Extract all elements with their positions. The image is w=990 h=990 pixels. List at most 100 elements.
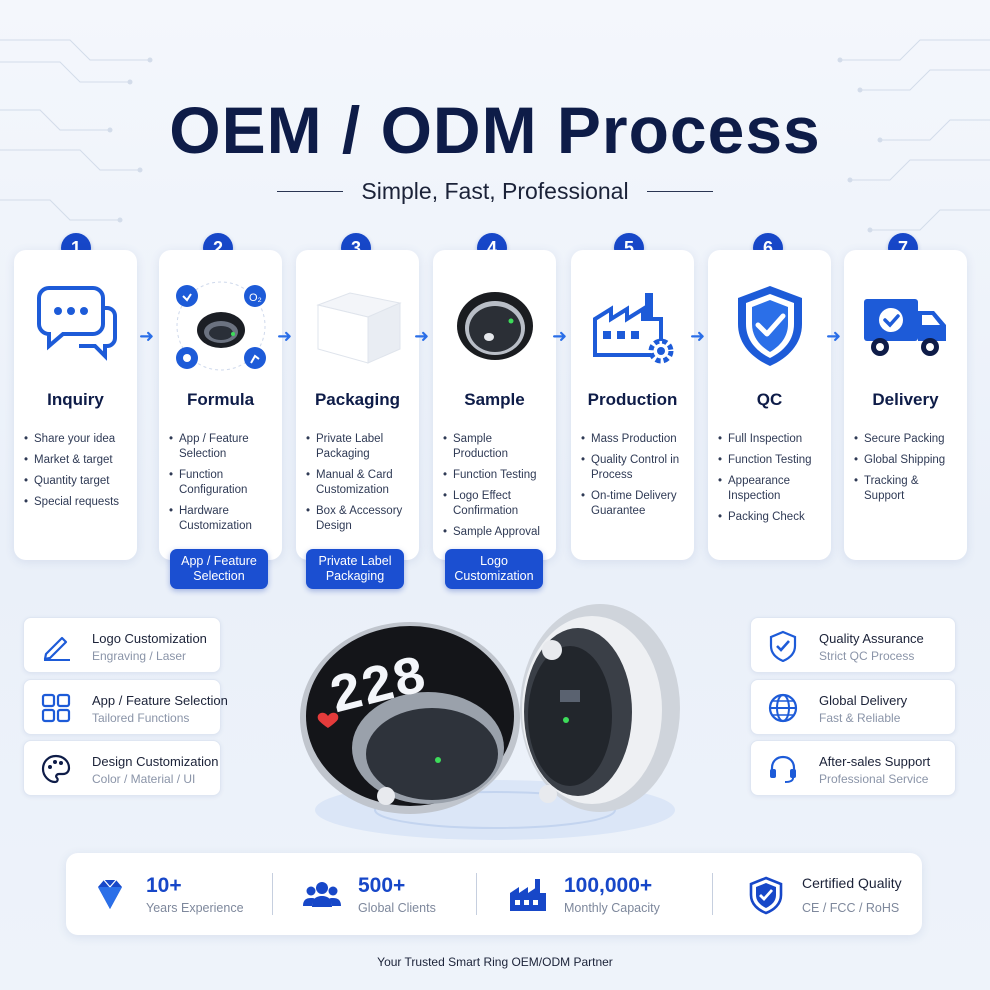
feature-desc: Professional Service [819, 772, 929, 786]
step-title: Sample [464, 390, 525, 409]
step-list: Sample Production Function Testing Logo … [443, 432, 550, 546]
step-list-item: Global Shipping [854, 453, 961, 468]
footer-tagline: Your Trusted Smart Ring OEM/ODM Partner [377, 955, 613, 969]
feature-desc: Fast & Reliable [819, 711, 901, 725]
stat-label: Monthly Capacity [564, 901, 660, 915]
step-list-item: Mass Production [581, 432, 688, 447]
step-list-item: Quality Control in Process [581, 453, 688, 483]
feature-design-customization[interactable]: Design Customization Color / Material / … [23, 740, 221, 796]
black-ring: 228 [300, 622, 520, 814]
feature-desc: Strict QC Process [819, 649, 915, 663]
subtitle-row: Simple, Fast, Professional [0, 178, 990, 205]
step-list-item: Tracking & Support [854, 474, 961, 504]
app-feature-selection-button[interactable]: App / Feature Selection [170, 549, 268, 589]
stat-label: CE / FCC / RoHS [802, 901, 900, 915]
stat-value: 100,000+ [564, 874, 653, 897]
step-card-sample[interactable]: Sample Sample Production Function Testin… [433, 250, 556, 560]
step-title: Production [587, 390, 678, 409]
arrow-right-icon: ➜ [277, 326, 293, 346]
pencil-icon [43, 636, 70, 661]
white-box-icon [296, 278, 419, 374]
logo-customization-button[interactable]: Logo Customization [445, 549, 543, 589]
arrow-right-icon: ➜ [139, 326, 155, 346]
step-list-item: Quantity target [24, 474, 131, 489]
step-card-formula[interactable]: O₂ Formula App / Feature Selection Funct… [159, 250, 282, 560]
step-card-production[interactable]: Production Mass Production Quality Contr… [571, 250, 694, 560]
diamond-icon [98, 879, 122, 909]
users-icon [303, 882, 341, 907]
step-title: QC [756, 390, 783, 409]
step-title: Inquiry [47, 390, 104, 409]
step-title: Formula [186, 390, 255, 409]
headset-icon [770, 755, 796, 783]
black-ring-icon [433, 278, 556, 374]
feature-name: After-sales Support [819, 754, 931, 769]
step-card-qc[interactable]: QC Full Inspection Function Testing Appe… [708, 250, 831, 560]
chat-bubbles-icon [14, 278, 137, 374]
shield-check-icon [708, 278, 831, 374]
step-list-item: Sample Production [443, 432, 550, 462]
arrow-right-icon: ➜ [552, 326, 568, 346]
stat-label: Years Experience [146, 901, 244, 915]
step-list-item: Share your idea [24, 432, 131, 447]
ring-functions-icon: O₂ [159, 278, 282, 374]
smart-rings-image: 228 [300, 604, 680, 840]
feature-app-selection[interactable]: App / Feature Selection Tailored Functio… [23, 679, 228, 735]
step-list-item: Logo Effect Confirmation [443, 489, 550, 519]
feature-name: Design Customization [92, 754, 219, 769]
step-title: Packaging [314, 390, 401, 409]
feature-quality-assurance[interactable]: Quality Assurance Strict QC Process [750, 617, 956, 673]
step-list: Mass Production Quality Control in Proce… [581, 432, 688, 525]
feature-logo-customization[interactable]: Logo Customization Engraving / Laser [23, 617, 221, 673]
step-card-delivery[interactable]: Delivery Secure Packing Global Shipping … [844, 250, 967, 560]
arrow-right-icon: ➜ [690, 326, 706, 346]
step-list: Full Inspection Function Testing Appeara… [718, 432, 825, 531]
step-list-item: Appearance Inspection [718, 474, 825, 504]
feature-desc: Tailored Functions [92, 711, 190, 725]
subtitle-line-left [277, 191, 344, 192]
step-card-inquiry[interactable]: Inquiry Share your idea Market & target … [14, 250, 137, 560]
step-list-item: Market & target [24, 453, 131, 468]
step-list-item: Packing Check [718, 510, 825, 525]
stat-divider [476, 873, 477, 915]
stat-value: 500+ [358, 874, 406, 897]
arrow-right-icon: ➜ [826, 326, 842, 346]
private-label-packaging-button[interactable]: Private Label Packaging [306, 549, 404, 589]
feature-global-delivery[interactable]: Global Delivery Fast & Reliable [750, 679, 956, 735]
stat-value: 10+ [146, 874, 182, 897]
step-list-item: Function Testing [718, 453, 825, 468]
step-list-item: App / Feature Selection [169, 432, 276, 462]
step-list-item: Box & Accessory Design [306, 504, 413, 534]
step-list: App / Feature Selection Function Configu… [169, 432, 276, 540]
feature-desc: Color / Material / UI [92, 772, 196, 786]
feature-desc: Engraving / Laser [92, 649, 187, 663]
feature-name: Quality Assurance [819, 631, 924, 646]
feature-name: App / Feature Selection [92, 693, 228, 708]
arrow-right-icon: ➜ [414, 326, 430, 346]
feature-name: Global Delivery [819, 693, 908, 708]
globe-icon [768, 693, 798, 723]
step-list-item: Manual & Card Customization [306, 468, 413, 498]
step-card-packaging[interactable]: Packaging Private Label Packaging Manual… [296, 250, 419, 560]
step-title: Delivery [872, 390, 939, 409]
stat-divider [712, 873, 713, 915]
feature-name: Logo Customization [92, 631, 207, 646]
step-list: Share your idea Market & target Quantity… [24, 432, 131, 516]
grid-apps-icon [41, 693, 71, 723]
shield-check-icon [749, 876, 783, 915]
step-list-item: Private Label Packaging [306, 432, 413, 462]
svg-text:O₂: O₂ [249, 292, 262, 304]
shield-check-icon [769, 630, 797, 662]
step-list-item: Full Inspection [718, 432, 825, 447]
subtitle-line-right [646, 191, 713, 192]
step-list: Private Label Packaging Manual & Card Cu… [306, 432, 413, 540]
factory-icon [510, 879, 546, 911]
stat-value: Certified Quality [802, 875, 902, 891]
heart-icon [317, 712, 339, 728]
page-title: OEM / ODM Process [169, 93, 821, 167]
feature-after-sales-support[interactable]: After-sales Support Professional Service [750, 740, 956, 796]
delivery-truck-icon [844, 278, 967, 374]
step-list-item: Special requests [24, 495, 131, 510]
step-list-item: Secure Packing [854, 432, 961, 447]
step-list-item: Function Configuration [169, 468, 276, 498]
